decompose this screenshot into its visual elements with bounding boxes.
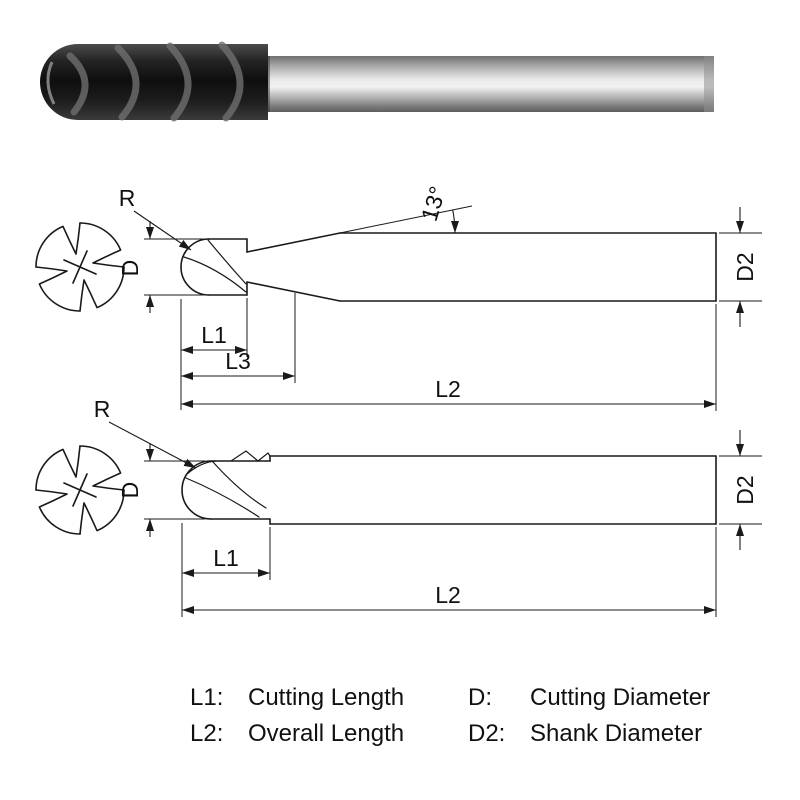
cutting-length-label: L1 [213,545,239,571]
product-photo [40,41,714,122]
legend-row: L2: Overall Length D2: Shank Diameter [190,720,770,748]
cutting-diameter-label: D [117,482,143,499]
overall-length-label: L2 [435,376,461,402]
legend-key-d: D: [468,684,492,711]
angle-arc [451,209,460,234]
end-view-tapered [35,222,125,312]
legend-key-d2: D2: [468,720,506,747]
legend-value-l2: Overall Length [248,720,405,747]
photo-ball-highlight [46,61,56,105]
legend-value-l1: Cutting Length [248,684,405,711]
neck-length-label: L3 [225,348,251,374]
flute-lines [183,239,247,293]
legend-key-l2: L2: [190,720,224,747]
cutting-length-label: L1 [201,322,227,348]
radius-leader-line [133,210,192,251]
straight-tool-drawing [181,450,717,525]
radius-label: R [119,185,136,211]
tapered-dimensions: R D 13° L1 L3 L2 D2 [117,183,762,411]
shank-diameter-label: D2 [732,252,758,281]
tapered-tool-drawing [180,232,717,302]
legend-row: L1: Cutting Length D: Cutting Diameter [190,684,770,712]
legend-value-d: Cutting Diameter [530,684,711,711]
end-view-straight [35,445,125,535]
legend-key-l1: L1: [190,684,224,711]
cutting-diameter-label: D [117,260,143,277]
shank-diameter-label: D2 [732,475,758,504]
radius-label: R [94,396,111,422]
flute-lines [185,450,271,518]
legend-value-d2: Shank Diameter [530,720,703,747]
radius-leader-line [108,421,197,469]
photo-cutter [40,44,268,120]
legend: L1: Cutting Length D: Cutting Diameter L… [190,684,770,756]
taper-extension-line [339,205,473,234]
straight-dimensions: R D L1 L2 D2 [94,396,762,617]
overall-length-label: L2 [435,582,461,608]
taper-angle-label: 13° [416,183,451,224]
photo-flute-spirals [66,41,244,122]
photo-shank-end [704,56,714,112]
photo-shank [262,56,714,112]
diagram-canvas: R D 13° L1 L3 L2 D2 [35,41,762,617]
